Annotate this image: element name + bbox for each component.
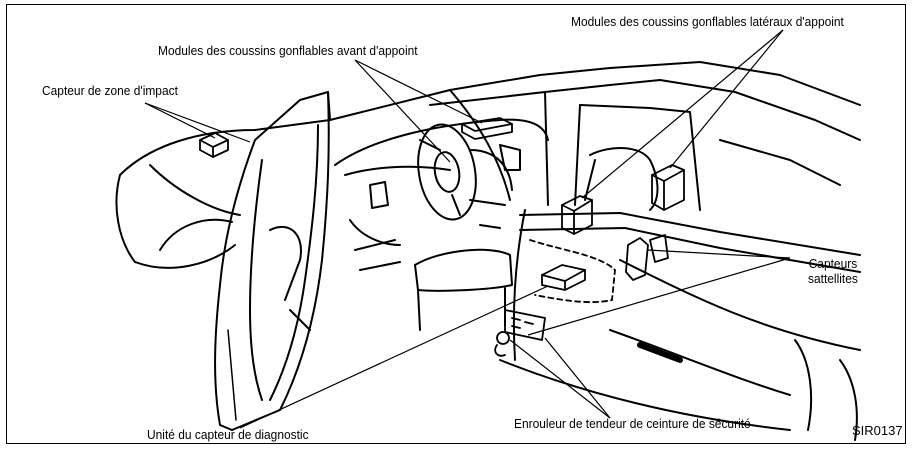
- label-diagnosis-unit: Unité du capteur de diagnostic: [147, 427, 309, 442]
- label-satellite-line2: sattellites: [808, 271, 858, 286]
- car-body-outline: [115, 61, 861, 441]
- figure-code: SIR0137: [852, 423, 903, 438]
- label-front-airbags: Modules des coussins gonflables avant d'…: [158, 43, 418, 58]
- open-front-door: [214, 91, 331, 431]
- label-side-airbags: Modules des coussins gonflables latéraux…: [571, 14, 844, 29]
- diagram-frame: [6, 4, 906, 444]
- pretensioner-shape: [504, 309, 546, 341]
- impact-sensor-shape: [199, 132, 229, 158]
- interior: [334, 118, 659, 331]
- diagnosis-unit-shape: [541, 264, 586, 291]
- components: [199, 117, 685, 357]
- label-satellite-line1: Capteurs: [808, 256, 858, 271]
- label-satellite-sensors: Capteurs sattellites: [808, 256, 858, 286]
- side-airbag-front-shape: [561, 195, 593, 235]
- satellite-sensor-shape: [625, 237, 649, 281]
- leader-lines: [144, 29, 791, 429]
- passenger-airbag-shape: [461, 117, 513, 132]
- label-pretensioner: Enrouleur de tendeur de ceinture de sécu…: [514, 416, 751, 431]
- label-impact-sensor: Capteur de zone d'impact: [42, 83, 178, 98]
